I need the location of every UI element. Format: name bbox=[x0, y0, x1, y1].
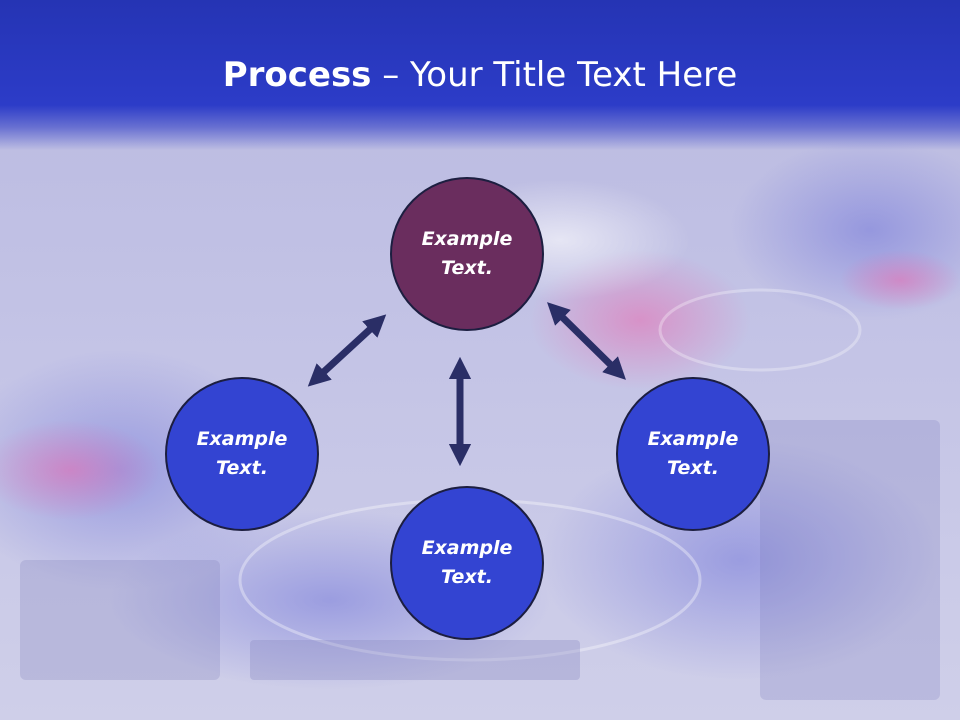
title-rest: – Your Title Text Here bbox=[371, 55, 738, 95]
process-node-bottom: Example Text. bbox=[390, 486, 544, 640]
arrow-top-left bbox=[307, 314, 387, 387]
arrow-top-right bbox=[547, 302, 626, 380]
node-label: Example Text. bbox=[421, 537, 513, 588]
slide-title: Process – Your Title Text Here bbox=[0, 52, 960, 98]
node-label: Example Text. bbox=[647, 428, 739, 479]
node-label: Example Text. bbox=[421, 228, 513, 279]
node-label: Example Text. bbox=[196, 428, 288, 479]
process-node-top: Example Text. bbox=[390, 177, 544, 331]
process-node-right: Example Text. bbox=[616, 377, 770, 531]
process-node-left: Example Text. bbox=[165, 377, 319, 531]
title-bar bbox=[0, 0, 960, 150]
title-bold: Process bbox=[222, 55, 372, 95]
